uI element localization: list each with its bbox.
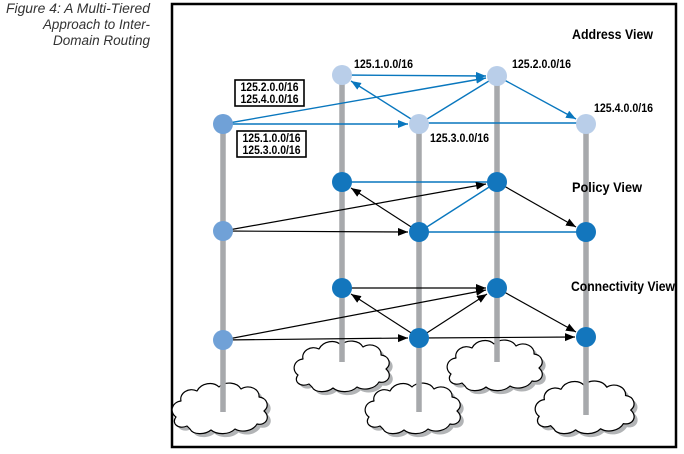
caption-line-3: Domain Routing bbox=[53, 33, 150, 48]
address-view-nodes bbox=[213, 65, 596, 134]
prefix-label-node3: 125.3.0.0/16 bbox=[430, 131, 489, 145]
edge-conn-3-2-arrow bbox=[350, 293, 420, 339]
policy-node-4 bbox=[487, 172, 507, 192]
connectivity-view-nodes bbox=[213, 278, 596, 350]
prefix-label-node4: 125.2.0.0/16 bbox=[512, 57, 571, 71]
connectivity-node-3 bbox=[409, 328, 429, 348]
edge-conn-1-4-arrow bbox=[222, 287, 487, 341]
edge-address-3-2-arrow bbox=[350, 80, 420, 125]
address-node-5 bbox=[576, 114, 596, 134]
cloud-icon bbox=[171, 382, 268, 435]
policy-node-3 bbox=[409, 222, 429, 242]
address-node-4 bbox=[487, 66, 507, 86]
edge-conn-3-4-arrow bbox=[418, 293, 488, 339]
policy-node-5 bbox=[576, 222, 596, 242]
cloud-domain-3 bbox=[364, 382, 464, 438]
edge-address-1-4-arrow bbox=[222, 75, 487, 125]
caption-line-1: Figure 4: A Multi-Tiered bbox=[6, 1, 150, 16]
address-node-1 bbox=[213, 114, 233, 134]
prefix-label-node2: 125.1.0.0/16 bbox=[354, 57, 413, 71]
policy-blue-edges bbox=[342, 181, 586, 233]
policy-view-nodes bbox=[213, 172, 596, 242]
aggregation-boxes: 125.2.0.0/16 125.4.0.0/16 125.1.0.0/16 1… bbox=[234, 79, 307, 158]
prefix-label-node5: 125.4.0.0/16 bbox=[594, 101, 653, 115]
address-node-3 bbox=[409, 114, 429, 134]
figure-caption: Figure 4: A Multi-Tiered Approach to Int… bbox=[6, 1, 150, 48]
aggregation-box-lower-line1: 125.1.0.0/16 bbox=[243, 133, 301, 145]
policy-node-1 bbox=[213, 221, 233, 241]
edge-conn-1-3-arrow bbox=[222, 334, 409, 343]
connectivity-node-4 bbox=[487, 278, 507, 298]
connectivity-node-2 bbox=[332, 278, 352, 298]
address-node-2 bbox=[332, 65, 352, 85]
connectivity-node-5 bbox=[576, 327, 596, 347]
policy-view-edges bbox=[222, 181, 586, 236]
edge-policy-1-4-arrow bbox=[222, 181, 487, 232]
aggregation-box-upper-line2: 125.4.0.0/16 bbox=[241, 94, 299, 106]
connectivity-view-title: Connectivity View bbox=[571, 278, 675, 294]
cloud-icon bbox=[364, 382, 461, 435]
edge-policy-3-4 bbox=[418, 181, 498, 233]
aggregation-box-upper-line1: 125.2.0.0/16 bbox=[241, 82, 299, 94]
edge-address-2-4-arrow bbox=[341, 71, 487, 80]
address-view-title: Address View bbox=[572, 26, 653, 42]
policy-node-2 bbox=[332, 172, 352, 192]
edge-policy-1-3-arrow bbox=[222, 227, 409, 236]
policy-black-edges bbox=[222, 181, 577, 236]
nodes bbox=[213, 65, 596, 350]
caption-line-2: Approach to Inter- bbox=[42, 17, 150, 32]
prefix-labels: 125.1.0.0/16 125.2.0.0/16 125.4.0.0/16 1… bbox=[354, 57, 653, 145]
edge-conn-3-5-arrow bbox=[418, 333, 576, 342]
edge-conn-4-5-arrow bbox=[496, 287, 577, 333]
aggregation-box-lower-line2: 125.3.0.0/16 bbox=[243, 145, 301, 157]
edge-policy-4-5-arrow bbox=[496, 181, 577, 228]
edge-policy-3-2-arrow bbox=[350, 187, 420, 233]
aggregation-box-upper bbox=[234, 79, 305, 107]
address-view-edges bbox=[222, 71, 586, 128]
aggregation-box-lower bbox=[236, 130, 307, 158]
view-titles: Address View Policy View Connectivity Vi… bbox=[571, 26, 675, 294]
policy-view-title: Policy View bbox=[572, 179, 642, 195]
edge-address-4-5-arrow bbox=[496, 75, 577, 120]
connectivity-view-edges bbox=[222, 284, 577, 343]
connectivity-node-1 bbox=[213, 330, 233, 350]
edge-address-3-4 bbox=[418, 75, 498, 125]
